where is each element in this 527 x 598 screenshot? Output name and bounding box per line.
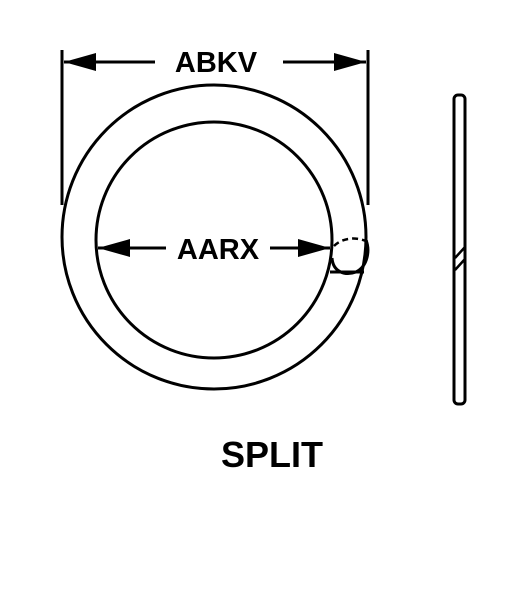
ring-inner-circle [94, 120, 334, 360]
outer-arrowhead-right [334, 53, 366, 71]
split-gap-detail [330, 239, 370, 275]
split-hidden-line [333, 237, 369, 247]
inner-arrowhead-left [98, 239, 130, 257]
ring-outer-circle [60, 83, 368, 391]
side-view-split-line-1 [454, 246, 466, 259]
inner-dimension-label: AARX [177, 234, 260, 266]
ring-type-label: SPLIT [221, 434, 323, 475]
outer-dimension-label: ABKV [175, 47, 258, 79]
outer-arrowhead-left [64, 53, 96, 71]
side-view-split-line-2 [454, 258, 466, 271]
ring-side-view [452, 93, 467, 406]
inner-arrowhead-right [298, 239, 330, 257]
